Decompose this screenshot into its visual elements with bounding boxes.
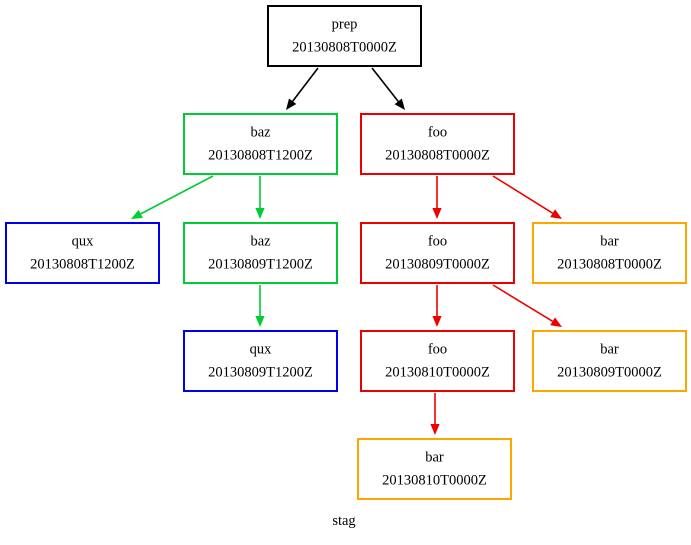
edge-foo-20130808T0000Z-to-bar-20130808T0000Z	[492, 175, 562, 219]
node-task-name: prep	[332, 16, 358, 32]
node-border[interactable]	[532, 330, 687, 392]
edges-layer	[131, 67, 562, 435]
task-node-bar-20130808T0000Z[interactable]: bar 20130808T0000Z	[532, 222, 687, 284]
task-node-foo-20130808T0000Z[interactable]: foo 20130808T0000Z	[360, 113, 515, 175]
edge-line	[140, 175, 214, 215]
task-node-foo-20130810T0000Z[interactable]: foo 20130810T0000Z	[360, 330, 515, 392]
node-cycle-point: 20130808T1200Z	[30, 256, 135, 272]
node-border[interactable]	[357, 438, 512, 500]
node-border[interactable]	[183, 222, 338, 284]
arrowhead-icon	[430, 424, 440, 435]
node-task-name: foo	[428, 341, 447, 357]
edge-foo-20130809T0000Z-to-foo-20130810T0000Z	[432, 285, 442, 327]
edge-prep-20130808T0000Z-to-baz-20130808T1200Z	[286, 67, 319, 110]
node-cycle-point: 20130808T0000Z	[385, 147, 490, 163]
node-border[interactable]	[360, 222, 515, 284]
node-task-name: qux	[72, 233, 95, 249]
task-node-foo-20130809T0000Z[interactable]: foo 20130809T0000Z	[360, 222, 515, 284]
node-border[interactable]	[360, 330, 515, 392]
node-cycle-point: 20130808T1200Z	[208, 147, 313, 163]
task-node-bar-20130810T0000Z[interactable]: bar 20130810T0000Z	[357, 438, 512, 500]
node-task-name: baz	[250, 124, 271, 140]
node-border[interactable]	[532, 222, 687, 284]
edge-prep-20130808T0000Z-to-foo-20130808T0000Z	[371, 67, 405, 110]
task-node-qux-20130809T1200Z[interactable]: qux 20130809T1200Z	[183, 330, 338, 392]
task-node-qux-20130808T1200Z[interactable]: qux 20130808T1200Z	[5, 222, 160, 284]
task-node-baz-20130808T1200Z[interactable]: baz 20130808T1200Z	[183, 113, 338, 175]
arrowhead-icon	[286, 98, 297, 110]
arrowhead-icon	[255, 316, 265, 327]
node-border[interactable]	[183, 113, 338, 175]
node-cycle-point: 20130809T1200Z	[208, 256, 313, 272]
node-border[interactable]	[360, 113, 515, 175]
node-task-name: qux	[250, 341, 273, 357]
arrowhead-icon	[131, 209, 143, 219]
arrowhead-icon	[550, 317, 562, 327]
node-cycle-point: 20130808T0000Z	[557, 256, 662, 272]
node-task-name: bar	[600, 341, 619, 357]
node-task-name: bar	[425, 449, 444, 465]
node-task-name: baz	[250, 233, 271, 249]
node-task-name: bar	[600, 233, 619, 249]
node-cycle-point: 20130809T1200Z	[208, 364, 313, 380]
edge-line	[371, 67, 399, 102]
node-border[interactable]	[183, 330, 338, 392]
edge-foo-20130810T0000Z-to-bar-20130810T0000Z	[430, 393, 440, 435]
arrowhead-icon	[432, 316, 442, 327]
edge-line	[292, 67, 319, 102]
edge-baz-20130808T1200Z-to-baz-20130809T1200Z	[255, 176, 265, 219]
edge-line	[492, 284, 554, 322]
edge-baz-20130808T1200Z-to-qux-20130808T1200Z	[131, 175, 214, 219]
node-cycle-point: 20130810T0000Z	[385, 364, 490, 380]
arrowhead-icon	[432, 208, 442, 219]
task-node-prep-20130808T0000Z[interactable]: prep 20130808T0000Z	[267, 5, 422, 67]
arrowhead-icon	[394, 98, 405, 110]
graph-caption: stag	[332, 513, 355, 529]
edge-foo-20130808T0000Z-to-foo-20130809T0000Z	[432, 176, 442, 219]
node-border[interactable]	[5, 222, 160, 284]
node-task-name: foo	[428, 124, 447, 140]
nodes-layer: prep 20130808T0000Z baz 20130808T1200Z foo 20…	[5, 5, 687, 500]
node-cycle-point: 20130809T0000Z	[557, 364, 662, 380]
node-cycle-point: 20130808T0000Z	[292, 39, 397, 55]
task-node-bar-20130809T0000Z[interactable]: bar 20130809T0000Z	[532, 330, 687, 392]
edge-foo-20130809T0000Z-to-bar-20130809T0000Z	[492, 284, 562, 327]
arrowhead-icon	[550, 209, 562, 219]
arrowhead-icon	[255, 208, 265, 219]
node-cycle-point: 20130810T0000Z	[382, 472, 487, 488]
edge-baz-20130809T1200Z-to-qux-20130809T1200Z	[255, 285, 265, 327]
node-border[interactable]	[267, 5, 422, 67]
node-task-name: foo	[428, 233, 447, 249]
task-node-baz-20130809T1200Z[interactable]: baz 20130809T1200Z	[183, 222, 338, 284]
node-cycle-point: 20130809T0000Z	[385, 256, 490, 272]
edge-line	[492, 175, 554, 214]
